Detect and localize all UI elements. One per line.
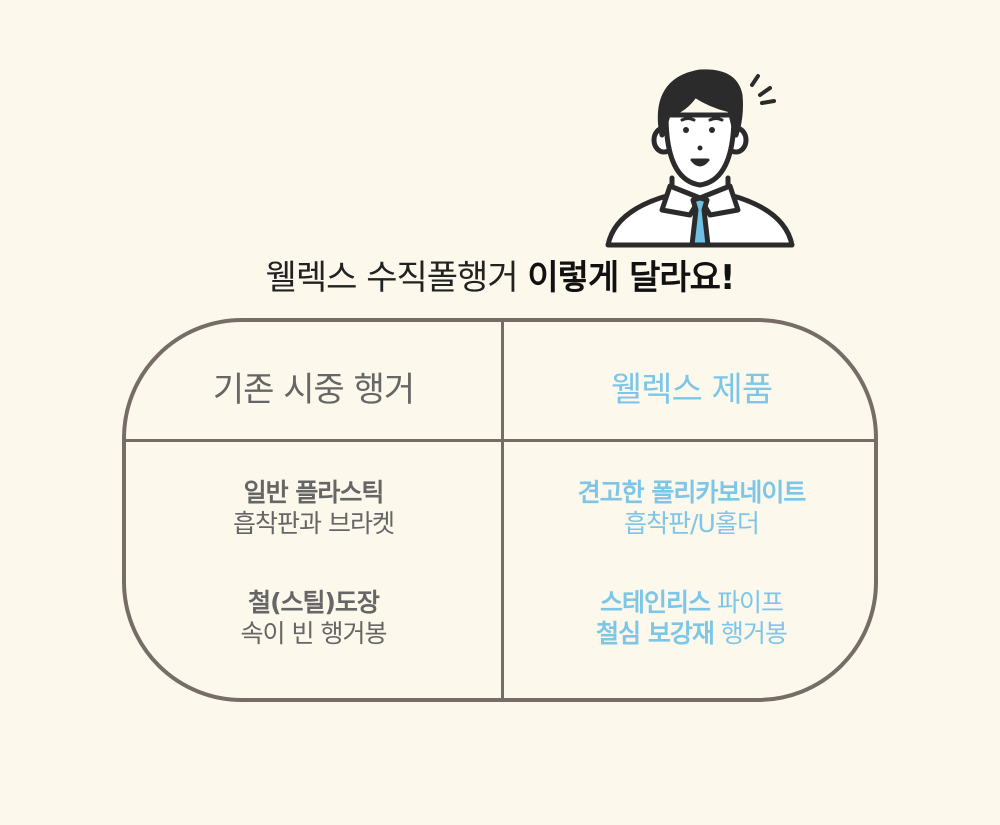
right-row2-line1-bold: 스테인리스	[600, 588, 711, 617]
right-row1-bold: 견고한 폴리카보네이트	[577, 478, 807, 507]
right-header: 웰렉스 제품	[610, 370, 773, 410]
left-row-2: 철(스틸)도장 속이 빈 행거봉	[126, 587, 501, 649]
left-row2-bold: 철(스틸)도장	[248, 588, 380, 617]
right-row2-line2-bold: 철심 보강재	[596, 619, 715, 648]
title-normal: 웰렉스 수직폴행거	[265, 258, 528, 298]
right-row2-line1-normal: 파이프	[710, 588, 784, 617]
right-row-2: 스테인리스 파이프 철심 보강재 행거봉	[504, 587, 879, 649]
right-row-1: 견고한 폴리카보네이트 흡착판/U홀더	[504, 477, 879, 539]
businessman-illustration-icon	[605, 69, 795, 248]
horizontal-divider	[126, 439, 874, 442]
left-header: 기존 시중 행거	[212, 370, 415, 410]
vertical-divider	[501, 322, 504, 698]
right-row1-normal: 흡착판/U홀더	[624, 509, 760, 538]
left-row1-bold: 일반 플라스틱	[243, 478, 385, 507]
left-row-1: 일반 플라스틱 흡착판과 브라켓	[126, 477, 501, 539]
right-row2-line2-normal: 행거봉	[713, 619, 788, 648]
comparison-table: 기존 시중 행거 웰렉스 제품 일반 플라스틱 흡착판과 브라켓 철(스틸)도장…	[122, 318, 878, 702]
left-row1-normal: 흡착판과 브라켓	[233, 509, 395, 538]
title-bold: 이렇게 달라요!	[527, 258, 735, 298]
page-title: 웰렉스 수직폴행거 이렇게 달라요!	[0, 250, 1000, 299]
left-row2-normal: 속이 빈 행거봉	[240, 619, 388, 648]
